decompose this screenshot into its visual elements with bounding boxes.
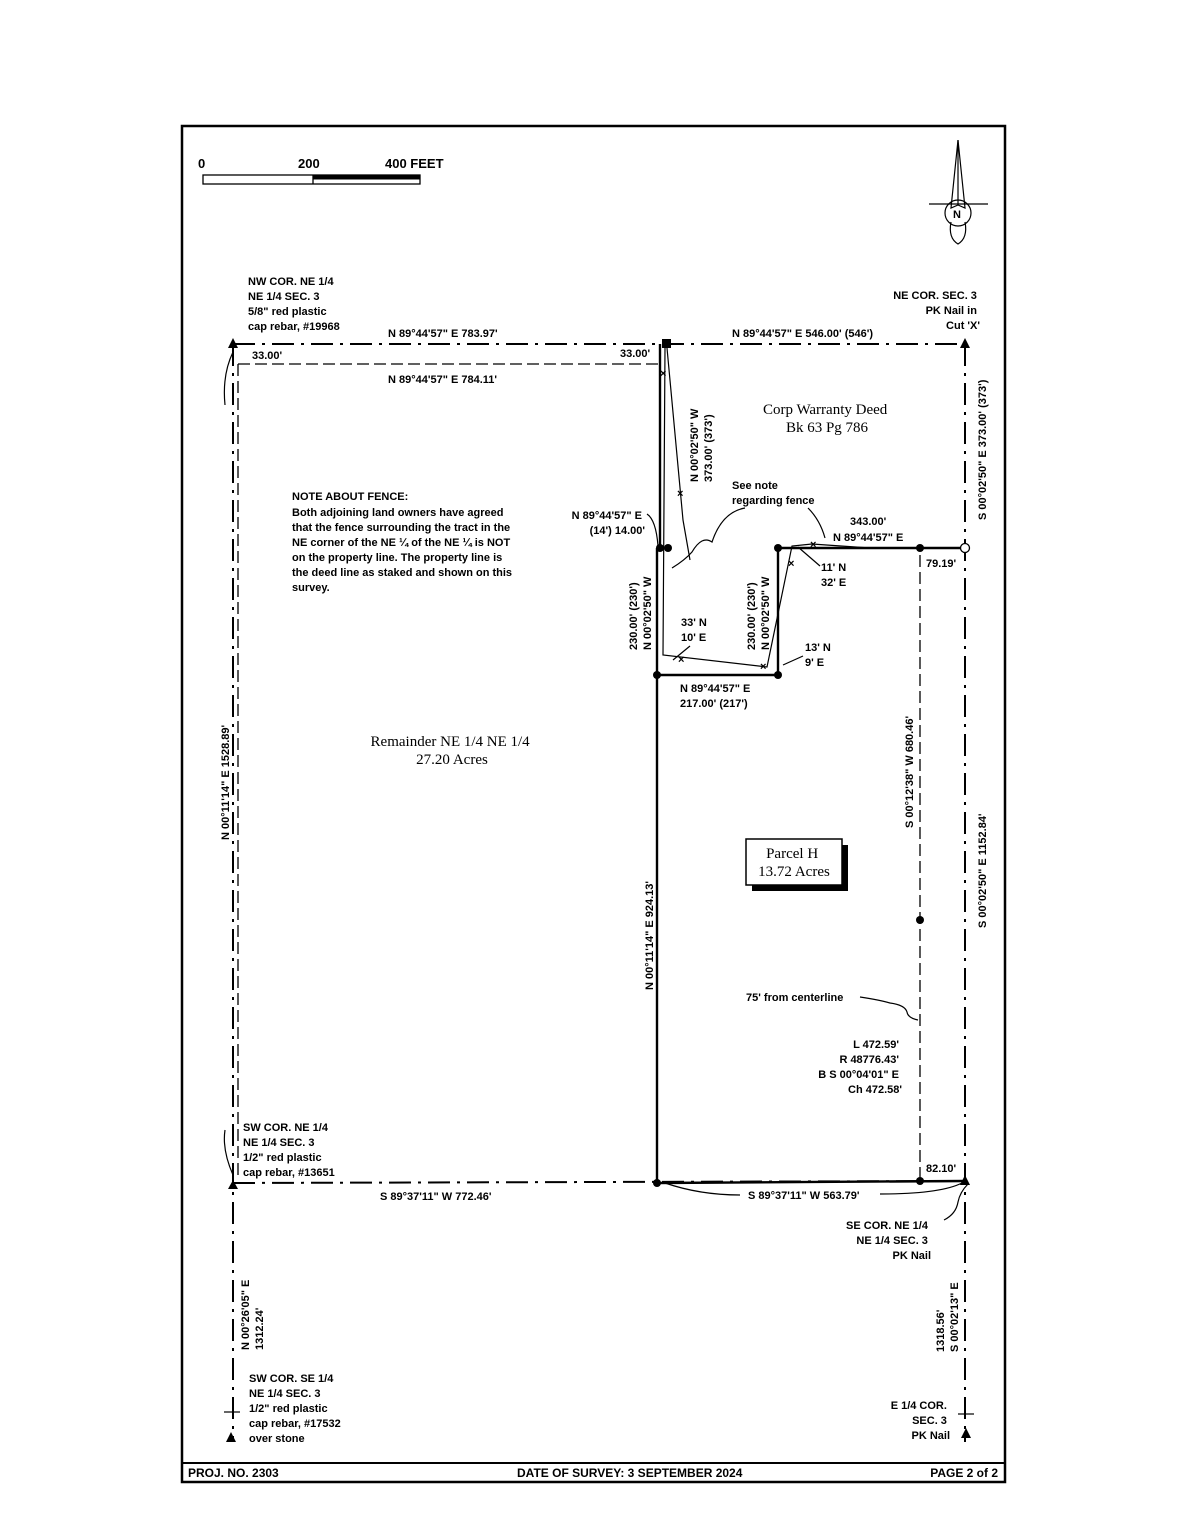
scale-tick-200: 200 (298, 156, 320, 171)
centerline-note: 75' from centerline (746, 992, 843, 1004)
scale-tick-400: 400 FEET (385, 156, 444, 171)
fence-tie-2: 13' N 9' E (805, 642, 834, 669)
north-letter: N (953, 209, 961, 221)
se-corner-label: SE COR. NE 1/4 NE 1/4 SEC. 3 PK Nail (846, 1220, 931, 1262)
bearing-west-line: N 00°11'14" E 1528.89' (220, 724, 232, 840)
bearing-bottom-east: 1318.56' S 00°02'13" E (935, 1282, 961, 1352)
offset-west-label: 33.00' (252, 350, 283, 362)
see-note-label: See note regarding fence (732, 480, 815, 507)
bearing-north-east: N 89°44'57" E 546.00' (546') (732, 328, 873, 340)
bearing-south-east: S 89°37'11" W 563.79' (748, 1190, 860, 1202)
offset-lines (223, 351, 921, 1180)
fence-tie-1: 33' N 10' E (681, 617, 710, 644)
bearing-bottom-west: N 00°26'05" E 1312.24' (240, 1277, 266, 1350)
svg-text:×: × (810, 539, 816, 551)
bearing-parcel-west: N 00°11'14" E 924.13' (644, 881, 656, 990)
bearing-notch-north: 343.00' N 89°44'57" E (833, 516, 903, 544)
corner-marker-square (662, 339, 671, 348)
sw-corner-label: SW COR. NE 1/4 NE 1/4 SEC. 3 1/2" red pl… (243, 1122, 335, 1179)
curve-data: L 472.59' R 48776.43' B S 00°04'01" E Ch… (818, 1039, 902, 1096)
project-number: PROJ. NO. 2303 (188, 1466, 279, 1480)
parcel-label-box: Parcel H 13.72 Acres (745, 838, 848, 891)
bearing-notch-east: 230.00' (230') N 00°02'50" W (746, 576, 772, 650)
survey-date: DATE OF SURVEY: 3 SEPTEMBER 2024 (517, 1466, 743, 1480)
top-offset-label: 79.19' (926, 558, 957, 570)
bearing-north-inner: N 89°44'57" E 784.11' (388, 374, 497, 386)
svg-text:×: × (760, 661, 766, 673)
bearing-east-mid: S 00°02'50" E 1152.84' (977, 813, 989, 928)
e-quarter-corner-label: E 1/4 COR. SEC. 3 PK Nail (891, 1400, 950, 1442)
fence-lines: × × × × × × (660, 347, 871, 673)
scale-bar: 0 200 400 FEET (198, 156, 444, 185)
section-lines (232, 343, 966, 1442)
offset-east-label: 33.00' (620, 348, 651, 360)
deed-label: Corp Warranty Deed Bk 63 Pg 786 (763, 402, 891, 436)
svg-text:×: × (788, 558, 794, 570)
parcel-area: 13.72 Acres (758, 864, 830, 880)
parcel-name: Parcel H (766, 846, 818, 862)
fence-note: NOTE ABOUT FENCE: Both adjoining land ow… (292, 491, 515, 594)
ne-corner-label: NE COR. SEC. 3 PK Nail in Cut 'X' (893, 290, 980, 332)
parcel-boundary (655, 344, 966, 1185)
svg-text:×: × (677, 488, 683, 500)
bearing-north-west: N 89°44'57" E 783.97' (388, 328, 498, 340)
bearing-south-west: S 89°37'11" W 772.46' (380, 1191, 492, 1203)
bearing-notch-west: 230.00' (230') N 00°02'50" W (628, 576, 654, 650)
nw-corner-label: NW COR. NE 1/4 NE 1/4 SEC. 3 5/8" red pl… (248, 276, 340, 333)
svg-text:Parcel H 13.72 Acres: Parcel H 13.72 Acres (758, 846, 830, 880)
monuments (224, 338, 974, 1442)
bearing-deed-west: N 00°02'50" W 373.00' (373') (689, 406, 715, 482)
south-offset-label: 82.10' (926, 1163, 957, 1175)
scale-tick-0: 0 (198, 156, 205, 171)
svg-text:×: × (678, 654, 684, 666)
north-arrow-icon: N (929, 139, 988, 245)
bearing-row-line: S 00°12'38" W 680.46' (904, 716, 916, 828)
sw-se-corner-label: SW COR. SE 1/4 NE 1/4 SEC. 3 1/2" red pl… (249, 1373, 344, 1445)
sheet-border (180, 124, 1007, 1484)
remainder-label: Remainder NE 1/4 NE 1/4 27.20 Acres (371, 734, 534, 768)
bearing-notch-bottom: N 89°44'57" E 217.00' (217') (680, 683, 753, 710)
bearing-east-top: S 00°02'50" E 373.00' (373') (977, 379, 989, 520)
svg-text:×: × (660, 368, 666, 380)
bearing-notch-top: N 89°44'57" E (14') 14.00' (572, 510, 646, 537)
page-number: PAGE 2 of 2 (930, 1466, 998, 1480)
fence-tie-3: 11' N 32' E (821, 562, 849, 589)
